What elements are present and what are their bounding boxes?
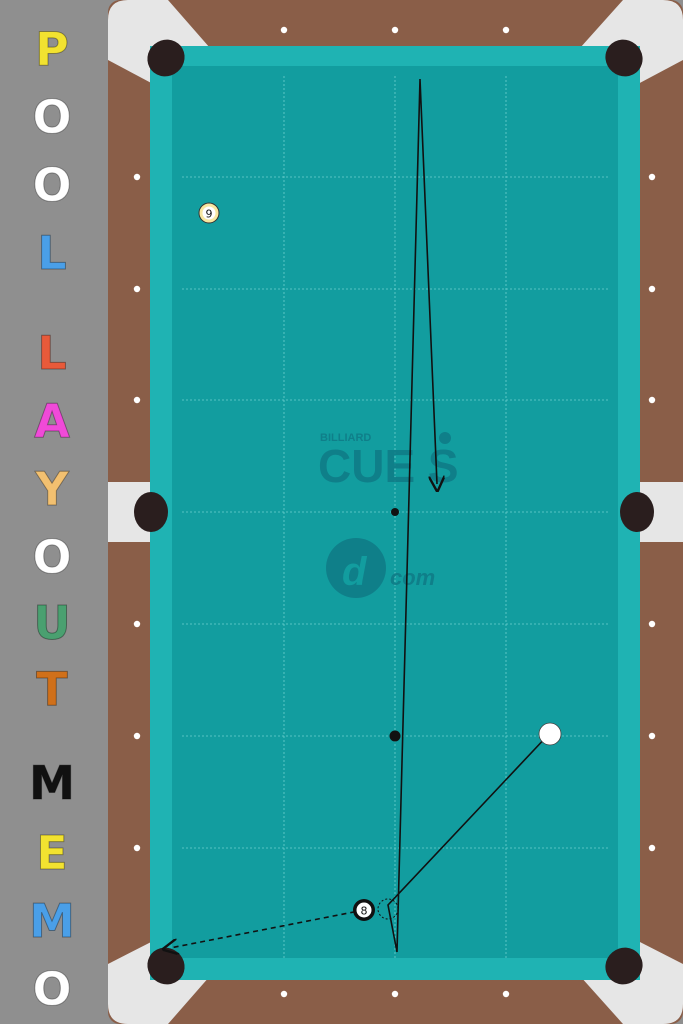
title-letter: O <box>32 962 72 1016</box>
title-letter: L <box>37 326 67 380</box>
pocket-top-right <box>605 39 643 77</box>
title-letter: O <box>32 90 72 144</box>
watermark-small: BILLIARD <box>320 432 371 444</box>
ball-8[interactable]: 8 <box>353 899 375 921</box>
svg-text:d: d <box>342 550 368 594</box>
title-letter: A <box>34 394 71 448</box>
title-letter: T <box>36 662 68 716</box>
eight-ball-path <box>170 909 365 948</box>
title-letter: P <box>35 22 70 76</box>
title-letter: M <box>29 894 76 948</box>
title-letter: L <box>37 226 67 280</box>
pockets <box>134 39 654 985</box>
pool-table[interactable]: BILLIARD CUE S d com 9 8 <box>106 0 683 1024</box>
spot-center <box>391 508 399 516</box>
title-letter: M <box>29 756 76 810</box>
title-letter: E <box>36 826 68 880</box>
spot-foot <box>389 730 401 742</box>
rail-diamonds <box>133 26 656 998</box>
ghost-ball <box>377 898 399 920</box>
title-letter: Y <box>35 462 69 516</box>
cue-ball-path <box>387 78 550 953</box>
pocket-bottom-right <box>605 947 643 985</box>
title-letter: O <box>32 158 72 212</box>
ball-9-label: 9 <box>206 208 213 221</box>
cue-ball[interactable] <box>538 722 562 746</box>
title-letter: U <box>33 596 71 650</box>
pocket-side-left <box>134 492 168 532</box>
watermark-dot: com <box>390 565 435 590</box>
watermark-big: CUE S <box>318 440 459 492</box>
pocket-top-left <box>147 39 185 77</box>
title-letter: O <box>32 530 72 584</box>
pocket-side-right <box>620 492 654 532</box>
pocket-bottom-left <box>147 947 185 985</box>
ball-9[interactable]: 9 <box>198 202 220 224</box>
shot-lines <box>170 78 550 953</box>
ball-8-label: 8 <box>361 905 368 918</box>
